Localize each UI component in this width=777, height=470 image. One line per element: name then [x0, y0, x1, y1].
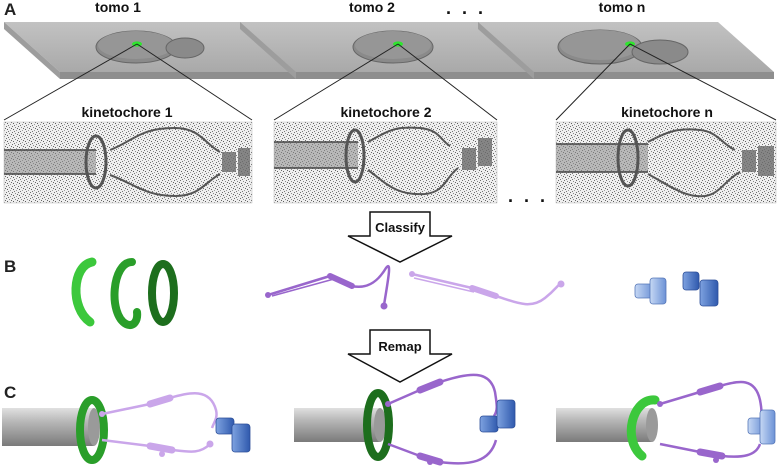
ellipsis-bottom: . . . [508, 186, 548, 206]
noise-tomogram-icon [555, 121, 777, 204]
tomo-label-1: tomo 1 [95, 0, 141, 15]
microscope-slide-icon [4, 22, 300, 79]
kinetochore-label-n: kinetochore n [621, 104, 713, 120]
ring-icon [76, 396, 108, 464]
panel-letter-a: A [4, 0, 16, 19]
ring-icon [363, 389, 393, 461]
remap-arrow: Remap [347, 329, 453, 383]
microtubule-icon [556, 408, 658, 442]
blue-complex-icon [747, 409, 776, 445]
kinetochore-label-2: kinetochore 2 [340, 104, 431, 120]
ring-icon [626, 395, 660, 461]
fibril-icon [99, 392, 218, 457]
down-arrow-icon [347, 211, 453, 263]
classify-label: Classify [375, 220, 426, 235]
fibril-icon [657, 380, 763, 463]
fibril-icon [385, 373, 498, 466]
ring-icon [71, 257, 97, 327]
down-arrow-icon [347, 329, 453, 383]
panel-letter-c: C [4, 383, 16, 402]
tomo-label-2: tomo 2 [349, 0, 395, 15]
blue-complex-icon [682, 271, 719, 307]
classify-arrow: Classify [347, 211, 453, 263]
ring-icon [110, 258, 142, 329]
zoom-lines [3, 43, 777, 121]
fibril-icon [409, 271, 565, 306]
ellipsis-top: . . . [446, 0, 486, 18]
ring-icon [148, 260, 178, 326]
kinetochore-label-1: kinetochore 1 [81, 104, 172, 120]
microtubule-icon [294, 408, 386, 442]
remap-label: Remap [378, 339, 421, 354]
noise-tomogram-icon [3, 121, 253, 204]
panel-letter-b: B [4, 257, 16, 276]
blue-complex-icon [215, 417, 251, 453]
tomo-label-n: tomo n [599, 0, 646, 15]
blue-complex-icon [479, 399, 516, 433]
microscope-slide-icon [478, 22, 774, 79]
fibril-icon [265, 265, 391, 310]
blue-complex-icon [634, 277, 667, 305]
noise-tomogram-icon [273, 121, 498, 204]
